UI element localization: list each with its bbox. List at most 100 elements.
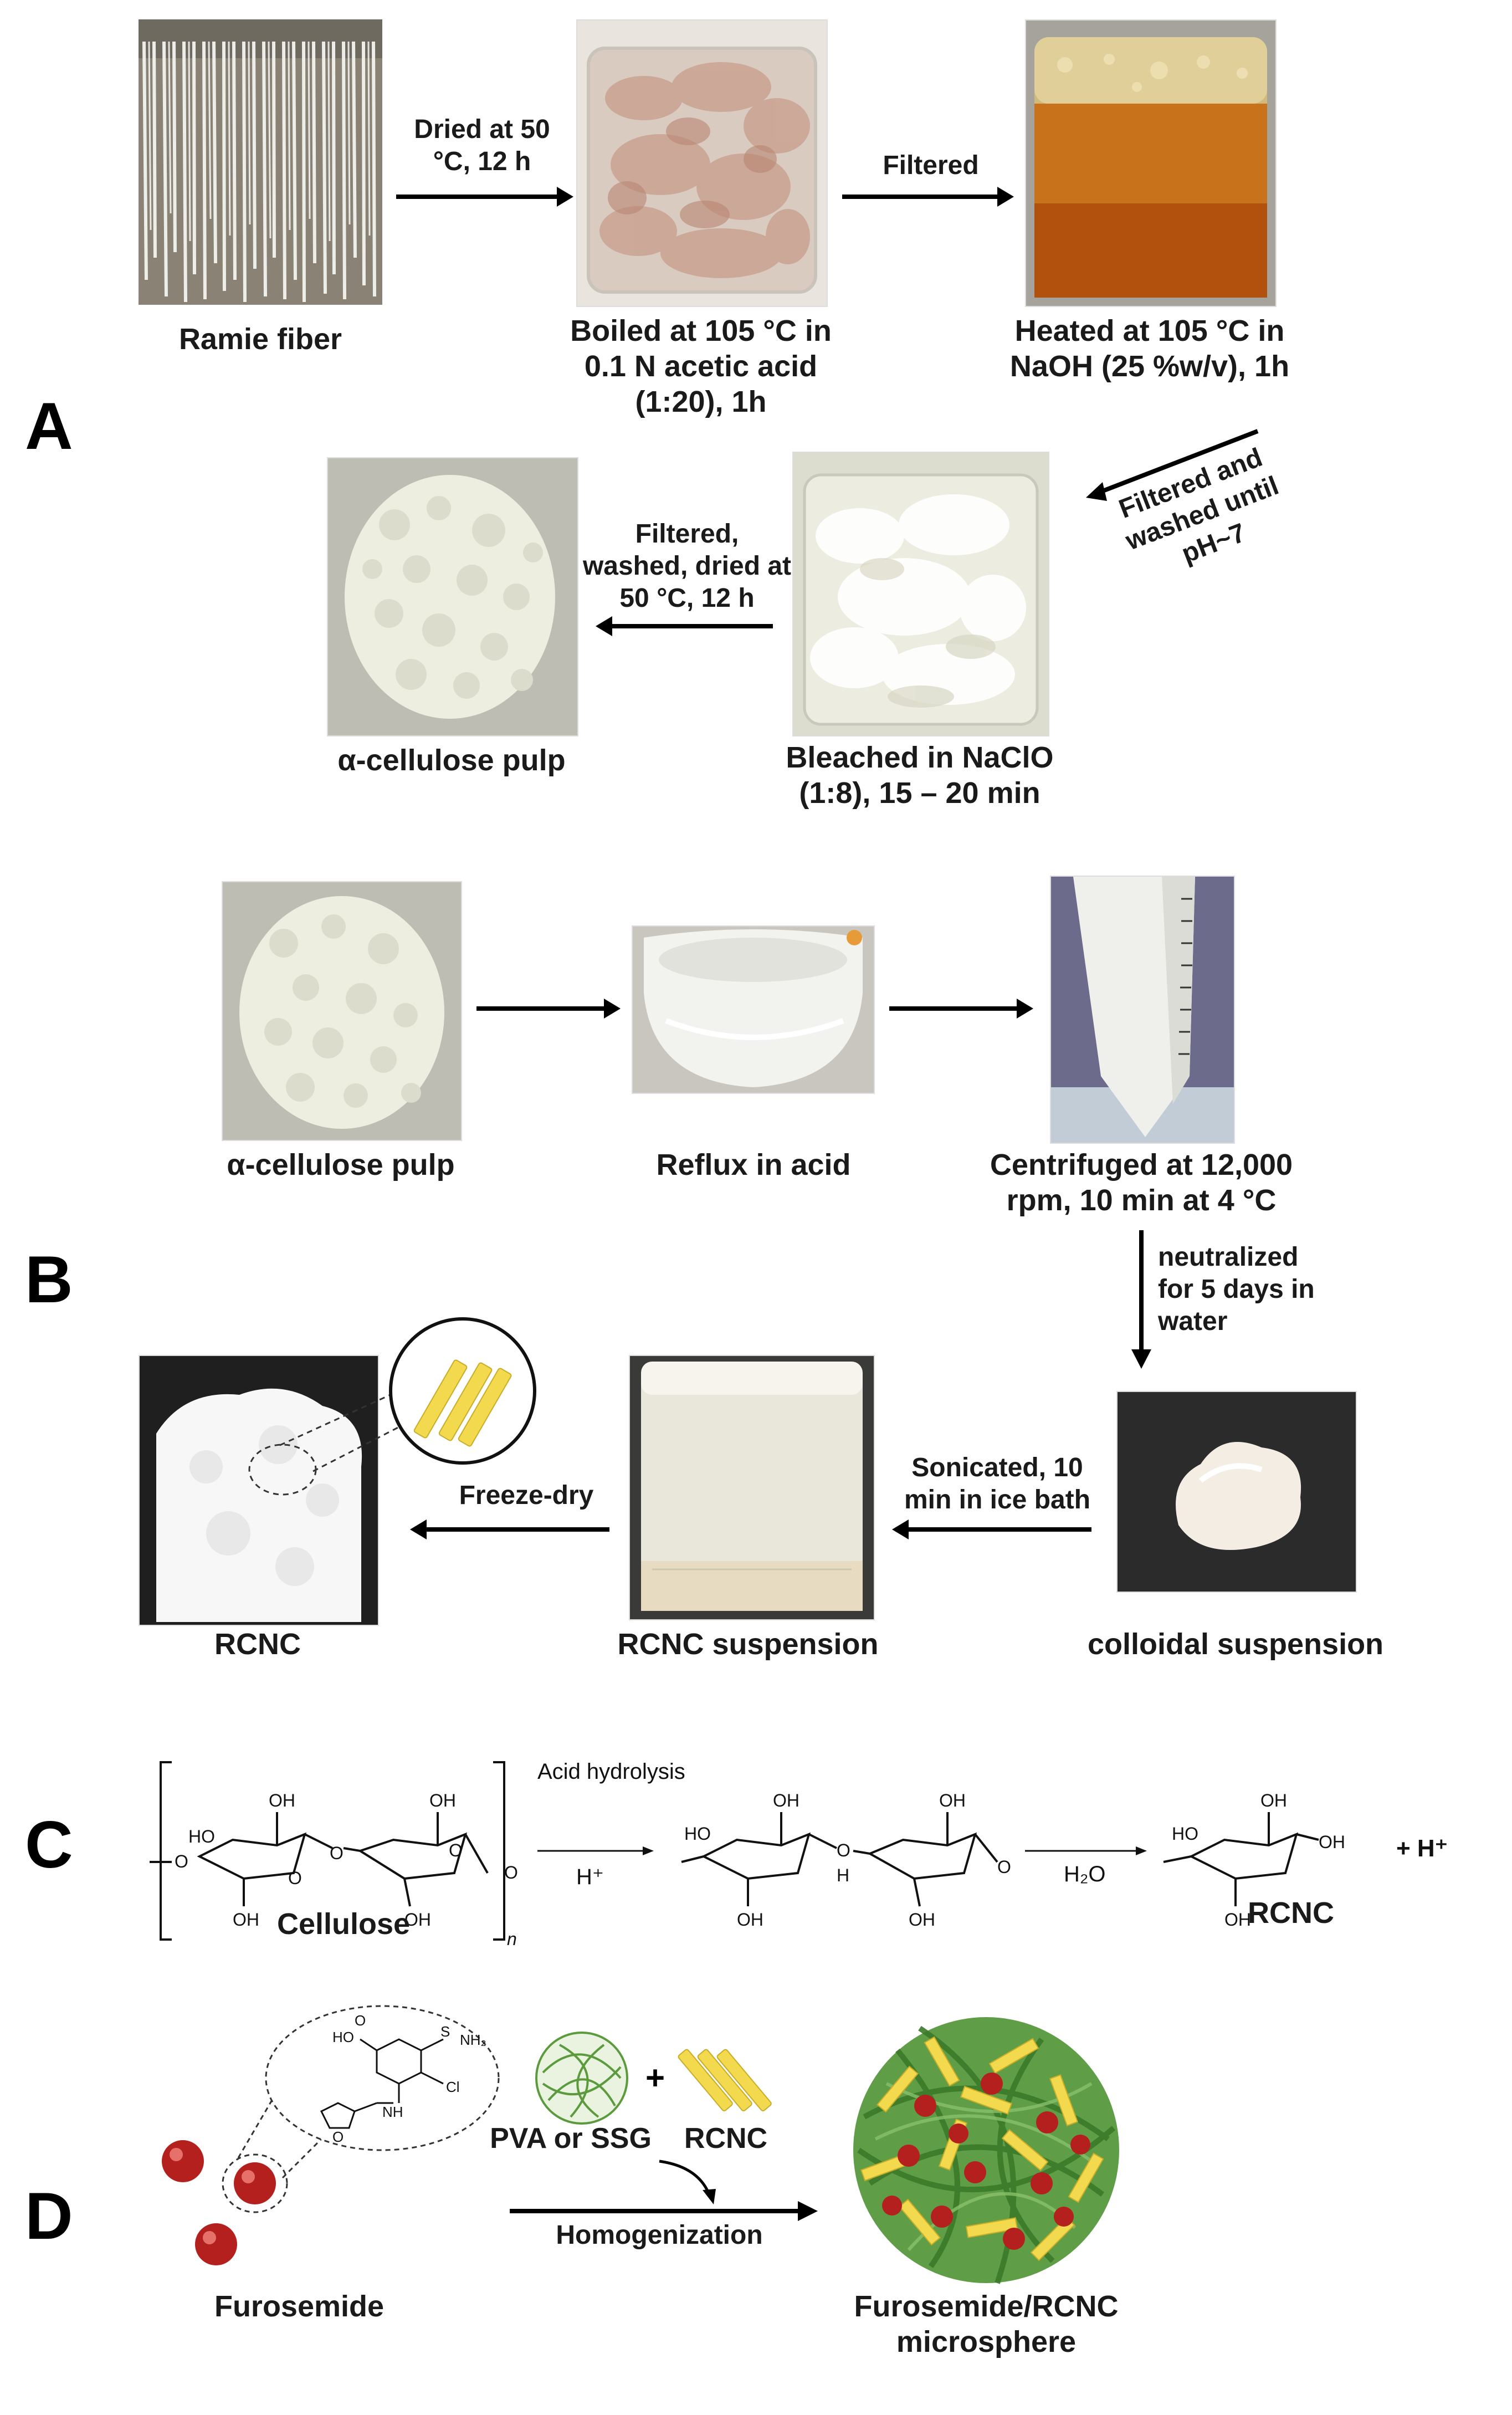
panel-label-d: D [25,2179,73,2253]
c-o-3: O [504,1863,518,1882]
c-n: n [507,1929,517,1949]
d-nh-label: NH [382,2104,403,2120]
d-furan-o-label: O [332,2129,344,2145]
arrow-colloidal-to-suspension [892,1519,1091,1539]
reflux-flask-photo [632,925,875,1094]
pulp-caption-b: α-cellulose pulp [227,1148,455,1181]
d-s-label: S [440,2023,450,2040]
arrow-homogenization [510,2160,818,2221]
step-freeze-dry-label: Freeze-dry [459,1481,594,1510]
c-h-plus-label: H⁺ [576,1865,604,1889]
arrow-bleached-to-pulp [596,616,773,636]
pulp-photo-a [327,457,578,736]
colloidal-caption: colloidal suspension [1087,1628,1384,1661]
boiled-beaker-image [577,21,827,306]
arrow-ramie-to-boiled [396,187,573,207]
panel-label-b: B [25,1242,73,1317]
panel-label-a: A [25,389,73,463]
c-ho-1: HO [188,1826,215,1846]
arrow-boiled-to-heated [842,187,1014,207]
step-homogenization-label: Homogenization [556,2220,763,2250]
rcnc-caption-d: RCNC [684,2122,768,2155]
rcnc-powder-photo [139,1355,379,1626]
step-neutralized-label: neutralized for 5 days in water [1158,1242,1315,1336]
c-oh-8: OH [909,1910,935,1930]
ramie-fiber-caption: Ramie fiber [178,323,342,356]
step-filtered-dried-label: Filtered, washed, dried at 50 °C, 12 h [582,519,792,613]
c-o-4: O [997,1857,1011,1877]
boiled-caption: Boiled at 105 °C in 0.1 N acetic acid (1… [570,314,832,418]
boiled-beaker-photo [576,19,828,307]
polymer-and-rcnc-icons: + [535,2032,772,2125]
rcnc-caption-b: RCNC [214,1628,301,1661]
arrow-pulp-to-reflux [476,999,621,1019]
colloidal-suspension-photo [1116,1391,1357,1593]
c-o-ring-1: O [288,1868,302,1888]
rcnc-suspension-caption: RCNC suspension [617,1628,879,1661]
centrifuged-caption: Centrifuged at 12,000 rpm, 10 min at 4 °… [990,1148,1293,1217]
c-oh-11: OH [1319,1832,1345,1852]
d-o-label: O [355,2012,366,2029]
rcnc-suspension-image [630,1356,874,1619]
c-water-label: H₂O [1064,1862,1106,1886]
rcnc-powder-image [140,1356,378,1625]
d-plus-sign: + [645,2059,665,2096]
c-oh-3: OH [429,1790,456,1810]
reflux-caption: Reflux in acid [656,1148,851,1181]
ramie-fiber-image [139,19,382,305]
c-o-2: O [330,1843,344,1863]
c-plus-hplus: + H⁺ [1396,1835,1448,1862]
bleached-beaker-image [793,453,1048,735]
furosemide-particles: HO O S NH₂ NH Cl O [162,2005,500,2265]
bleached-beaker-photo [792,452,1049,736]
c-oh-5: OH [773,1790,799,1810]
heated-caption: Heated at 105 °C in NaOH (25 %w/v), 1h [1009,314,1290,383]
c-oh-7: OH [939,1790,966,1810]
heated-beaker-image [1026,21,1275,306]
c-h-bridge: H [837,1865,849,1885]
c-oh-4: OH [404,1910,431,1930]
c-oh-6: OH [737,1910,763,1930]
cellulose-caption: Cellulose [276,1907,411,1941]
rcnc-zoom-callout [248,1317,536,1496]
step-filtered-label: Filtered [883,151,979,180]
pulp-image-b [223,882,461,1140]
ramie-fiber-photo [139,19,382,305]
c-o-1: O [175,1851,188,1871]
pulp-photo-b [222,881,462,1141]
d-cl-label: Cl [446,2079,460,2095]
c-ho-2: HO [684,1824,711,1844]
arrow-suspension-to-rcnc [410,1519,609,1539]
d-ho-label: HO [332,2029,354,2045]
arrow-reflux-to-centrifuge [889,999,1033,1019]
arrow-heated-to-bleached [1086,429,1259,501]
c-ho-3: HO [1172,1824,1198,1844]
bleached-caption: Bleached in NaClO (1:8), 15 – 20 min [786,741,1054,810]
pulp-image-a [328,458,577,735]
reflux-flask-image [633,927,874,1093]
c-o-ring-2: O [449,1840,463,1860]
microsphere-graphic [853,2017,1119,2284]
panel-label-c: C [25,1808,73,1882]
d-nh2-label: NH₂ [460,2032,486,2048]
rcnc-suspension-photo [629,1355,875,1620]
microsphere-caption: Furosemide/RCNC microsphere [854,2290,1119,2358]
c-oh-2: OH [233,1910,259,1930]
arrow-centrifuge-to-colloidal [1131,1230,1151,1369]
c-oh-9: OH [1260,1790,1287,1810]
centrifuge-tube-image [1051,877,1234,1143]
c-acid-hydrolysis-label: Acid hydrolysis [537,1759,685,1784]
colloidal-suspension-image [1118,1392,1356,1592]
c-oh-10: OH [1224,1910,1251,1930]
furosemide-caption: Furosemide [214,2290,385,2323]
step-dried-label: Dried at 50 °C, 12 h [414,115,550,176]
cellulose-hydrolysis-scheme: OH HO OH O O O OH OH O O n Acid hydrolys… [150,1759,1448,1949]
heated-beaker-photo [1025,19,1277,307]
c-oh-1: OH [269,1790,295,1810]
pulp-caption-a: α-cellulose pulp [337,744,566,777]
polymer-caption: PVA or SSG [490,2122,652,2155]
centrifuge-tube-photo [1050,876,1235,1144]
step-sonicated-label: Sonicated, 10 min in ice bath [904,1453,1091,1515]
c-o-plus: O [837,1840,850,1860]
rcnc-caption-c: RCNC [1248,1896,1334,1930]
